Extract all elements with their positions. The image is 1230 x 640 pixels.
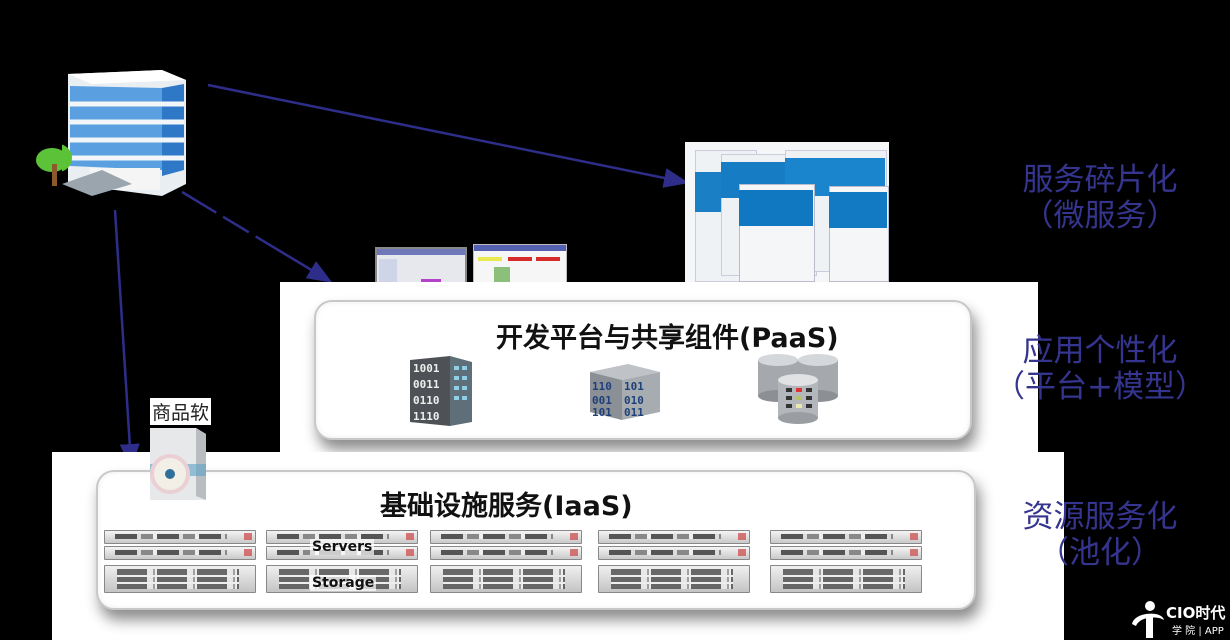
server-unit — [430, 546, 582, 560]
server-rack — [430, 530, 582, 593]
server-unit — [598, 530, 750, 544]
svg-text:1110: 1110 — [413, 410, 440, 423]
binary-cube-icon: 110 101 001 010 101 011 — [590, 364, 660, 420]
storage-unit — [598, 565, 750, 593]
server-rack — [598, 530, 750, 593]
svg-text:011: 011 — [624, 406, 644, 419]
svg-text:101: 101 — [592, 406, 612, 419]
iaas-layer: 基础设施服务(IaaS) Servers Storage — [96, 470, 976, 610]
paas-title: 开发平台与共享组件(PaaS) — [496, 323, 839, 354]
storage-unit — [430, 565, 582, 593]
database-cluster-icon — [758, 354, 838, 424]
side-label-line: 应用个性化 — [1022, 333, 1178, 369]
svg-text:101: 101 — [624, 380, 644, 393]
arrow-to-iaas — [113, 209, 140, 469]
arrow-to-microservices — [207, 83, 689, 188]
tree-icon — [36, 148, 68, 186]
server-rack — [770, 530, 922, 593]
enterprise-building-icon — [62, 70, 186, 196]
side-label-microservices: 服务碎片化 （微服务） — [1000, 162, 1200, 234]
side-label-line: （池化） — [1038, 535, 1162, 571]
svg-text:0011: 0011 — [413, 378, 440, 391]
side-label-line: （平台+模型） — [994, 369, 1206, 405]
server-unit — [104, 530, 256, 544]
server-unit — [598, 546, 750, 560]
server-unit — [104, 546, 256, 560]
storage-label: Storage — [310, 575, 377, 591]
logo-name: CIO时代 — [1166, 604, 1226, 622]
server-unit — [770, 530, 922, 544]
storage-unit — [104, 565, 256, 593]
svg-text:110: 110 — [592, 380, 612, 393]
server-unit — [430, 530, 582, 544]
side-label-line: 服务碎片化 — [1022, 162, 1178, 198]
side-label-pooling: 资源服务化 （池化） — [1000, 499, 1200, 571]
server-rack: Servers Storage — [266, 530, 418, 593]
binary-building-icon: 1001 0011 0110 1110 — [410, 356, 472, 426]
svg-text:001: 001 — [592, 394, 612, 407]
commercial-software-label: 商品软 — [150, 398, 212, 425]
side-label-line: （微服务） — [1022, 198, 1178, 234]
arrow-to-paas — [181, 190, 333, 283]
server-rack — [104, 530, 256, 593]
iaas-title: 基础设施服务(IaaS) — [380, 491, 633, 522]
microservice-web-pages-image — [685, 142, 889, 282]
logo-subtitle: 学 院 | APP — [1172, 626, 1224, 637]
server-unit — [770, 546, 922, 560]
cio-logo: CIO时代 学 院 | APP — [1128, 596, 1228, 638]
svg-text:1001: 1001 — [413, 362, 440, 375]
servers-label: Servers — [310, 539, 375, 555]
svg-text:0110: 0110 — [413, 394, 440, 407]
side-label-line: 资源服务化 — [1022, 499, 1178, 535]
storage-unit — [770, 565, 922, 593]
logo-mark-icon — [1132, 601, 1164, 638]
svg-text:010: 010 — [624, 394, 644, 407]
side-label-platform: 应用个性化 （平台+模型） — [990, 333, 1210, 405]
software-cd-box-icon — [150, 428, 206, 500]
